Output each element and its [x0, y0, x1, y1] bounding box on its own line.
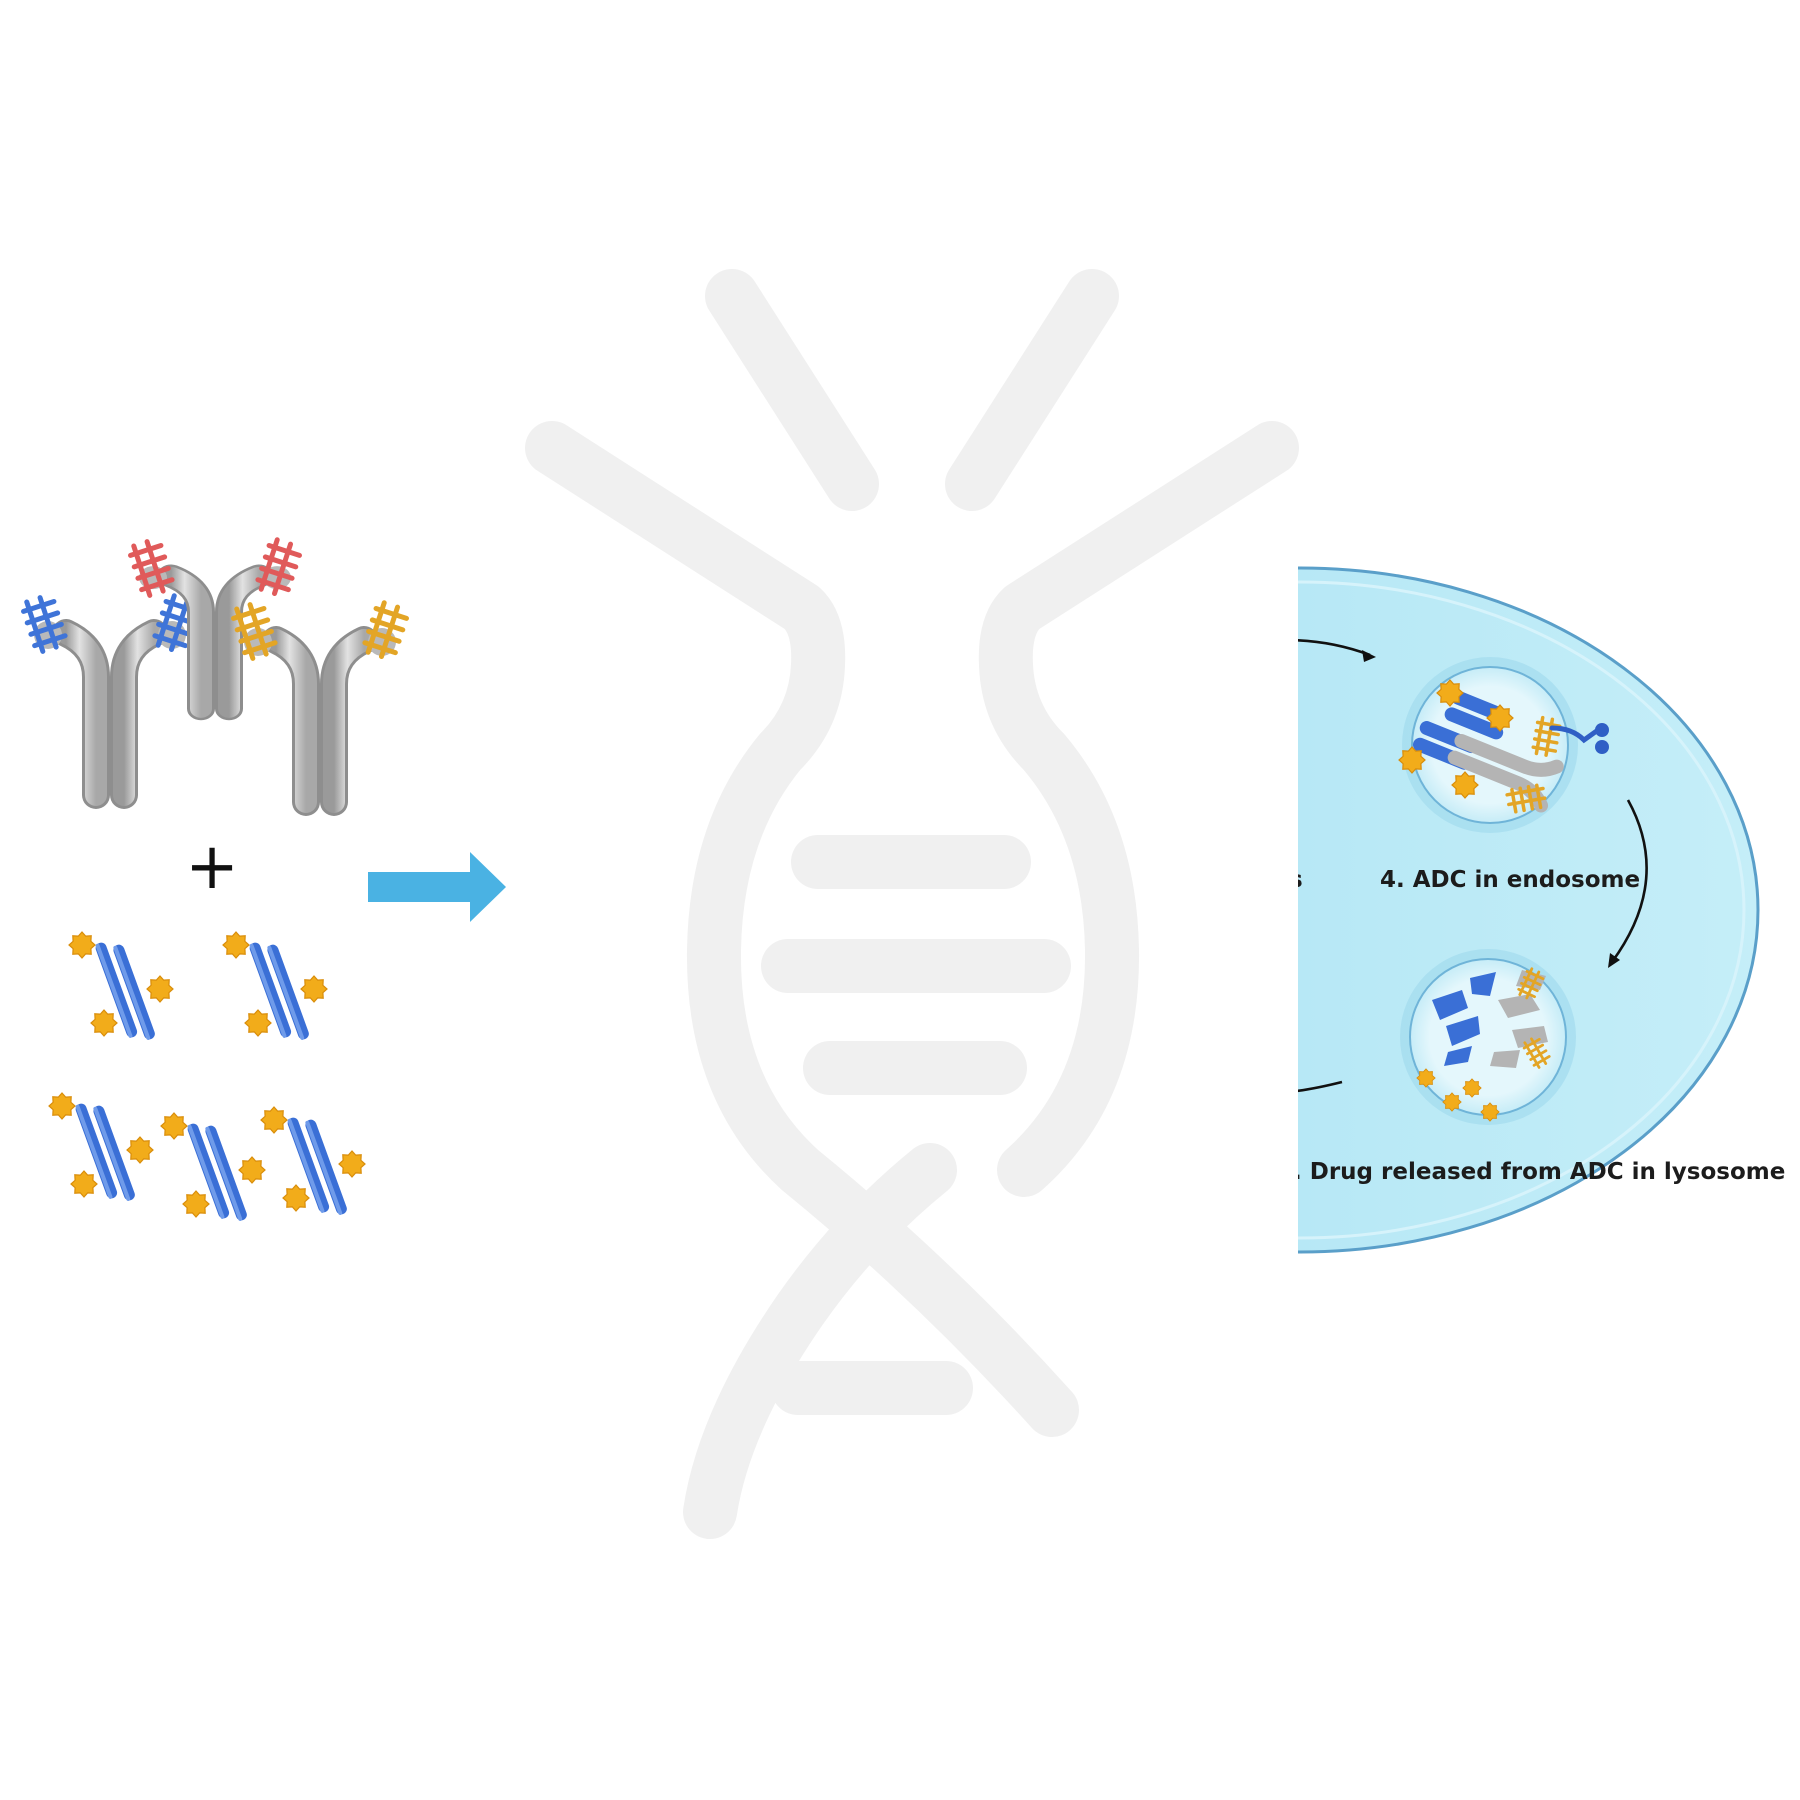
arrow-right-icon	[368, 852, 506, 922]
linker-drug-icon	[49, 932, 365, 1227]
lysosome-vesicle	[1400, 949, 1576, 1125]
label-step4: 4. ADC in endosome	[1380, 867, 1640, 893]
plus-sign: +	[185, 830, 239, 904]
endosome-vesicle	[1398, 657, 1609, 833]
dna-watermark-icon	[525, 269, 1299, 1539]
label-step3-fragment: s	[1289, 867, 1303, 893]
antibody-yellow	[231, 601, 409, 802]
antibody-blue	[21, 594, 199, 795]
target-cell: s 4. ADC in endosome 5. Drug released fr…	[1277, 566, 1785, 1254]
label-step5: 5. Drug released from ADC in lysosome	[1277, 1159, 1785, 1185]
